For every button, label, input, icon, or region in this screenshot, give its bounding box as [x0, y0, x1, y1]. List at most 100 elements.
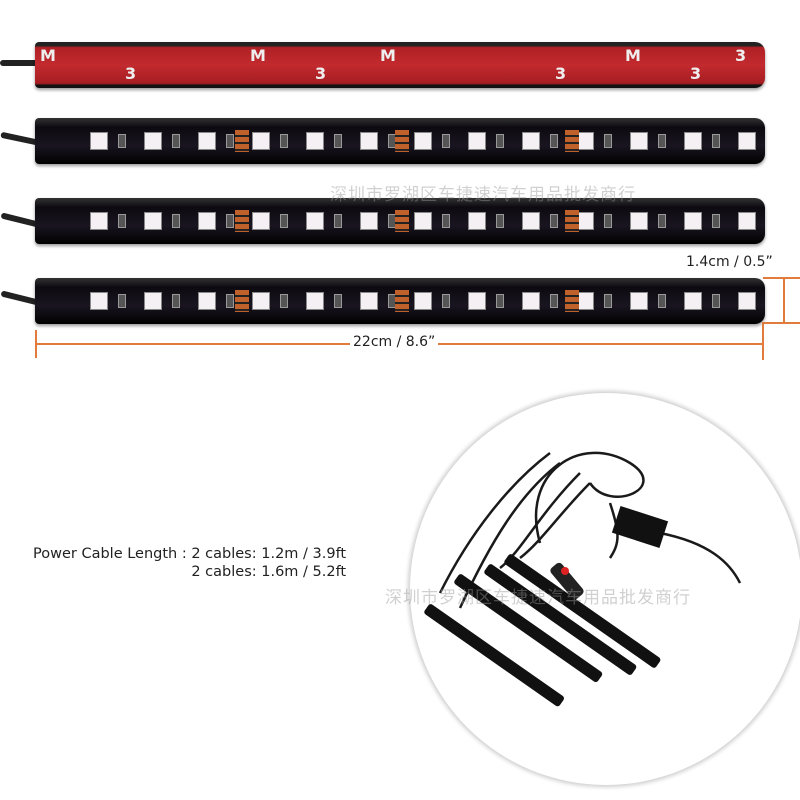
power-cable	[0, 60, 40, 66]
rgb-led	[144, 212, 162, 230]
rgb-led	[252, 132, 270, 150]
rgb-led	[522, 212, 540, 230]
resistor	[118, 214, 126, 228]
rgb-led	[684, 212, 702, 230]
rgb-led	[468, 212, 486, 230]
resistor	[226, 214, 234, 228]
resistor	[442, 294, 450, 308]
rgb-led	[144, 292, 162, 310]
rgb-led	[684, 292, 702, 310]
resistor	[496, 134, 504, 148]
rgb-led	[360, 132, 378, 150]
resistor	[226, 134, 234, 148]
resistor	[118, 134, 126, 148]
backing-print-mark: M	[40, 46, 56, 65]
height-dimension-line	[783, 278, 785, 322]
rgb-led	[738, 212, 756, 230]
rgb-led	[360, 212, 378, 230]
resistor	[496, 214, 504, 228]
rgb-led	[144, 132, 162, 150]
rgb-led	[306, 212, 324, 230]
rgb-led	[198, 132, 216, 150]
power-cable-line-2: 2 cables: 1.6m / 5.2ft	[191, 564, 347, 580]
ic-chip	[395, 290, 409, 312]
resistor	[280, 134, 288, 148]
resistor	[604, 294, 612, 308]
rgb-led	[360, 292, 378, 310]
length-dimension-label: 22cm / 8.6”	[350, 334, 439, 350]
resistor	[442, 134, 450, 148]
cable-bundle	[534, 451, 645, 544]
resistor	[550, 134, 558, 148]
ic-chip	[565, 290, 579, 312]
backing-print-mark: 3	[735, 46, 747, 65]
resistor	[658, 134, 666, 148]
resistor	[658, 294, 666, 308]
rgb-led	[198, 212, 216, 230]
rgb-led	[684, 132, 702, 150]
resistor	[712, 294, 720, 308]
resistor	[226, 294, 234, 308]
rgb-led	[306, 132, 324, 150]
ic-chip	[235, 130, 249, 152]
rgb-led	[630, 292, 648, 310]
length-tick-left	[35, 330, 37, 358]
power-cable-length-text: Power Cable Length : 2 cables: 1.2m / 3.…	[33, 545, 346, 581]
ic-chip	[235, 210, 249, 232]
ic-chip	[565, 130, 579, 152]
resistor	[172, 214, 180, 228]
rgb-led	[630, 132, 648, 150]
resistor	[172, 134, 180, 148]
resistor	[712, 134, 720, 148]
resistor	[118, 294, 126, 308]
ic-chip	[395, 210, 409, 232]
rgb-led	[90, 212, 108, 230]
resistor	[496, 294, 504, 308]
backing-print-mark: 3	[315, 64, 327, 83]
backing-print-mark: M	[380, 46, 396, 65]
height-tick-top	[763, 277, 800, 279]
power-cable-line-1: Power Cable Length : 2 cables: 1.2m / 3.…	[33, 546, 347, 562]
rgb-led	[306, 292, 324, 310]
led-strip	[35, 198, 765, 244]
rgb-led	[90, 292, 108, 310]
rgb-led	[630, 212, 648, 230]
watermark: 深圳市罗湖区车捷速汽车用品批发商行	[385, 588, 691, 608]
backing-print-mark: M	[250, 46, 266, 65]
height-dimension-label: 1.4cm / 0.5”	[683, 254, 776, 270]
resistor	[334, 134, 342, 148]
led-strip	[35, 278, 765, 324]
resistor	[334, 294, 342, 308]
resistor	[550, 294, 558, 308]
backing-print-mark: 3	[125, 64, 137, 83]
resistor	[280, 214, 288, 228]
ic-chip	[235, 290, 249, 312]
product-photo-circle	[410, 393, 800, 785]
rgb-led	[468, 292, 486, 310]
rgb-led	[198, 292, 216, 310]
rgb-led	[522, 132, 540, 150]
rgb-led	[738, 132, 756, 150]
led-strip	[35, 118, 765, 164]
length-tick-right	[762, 322, 764, 360]
rgb-led	[252, 292, 270, 310]
resistor	[604, 214, 612, 228]
rgb-led	[522, 292, 540, 310]
rgb-led	[414, 132, 432, 150]
backing-print-mark: M	[625, 46, 641, 65]
rgb-led	[414, 212, 432, 230]
rgb-led	[468, 132, 486, 150]
rgb-led	[738, 292, 756, 310]
watermark: 深圳市罗湖区车捷速汽车用品批发商行	[330, 185, 636, 205]
ic-chip	[565, 210, 579, 232]
cigarette-plug	[550, 562, 584, 600]
resistor	[658, 214, 666, 228]
resistor	[172, 294, 180, 308]
ic-chip	[395, 130, 409, 152]
backing-print-mark: 3	[690, 64, 702, 83]
rgb-led	[252, 212, 270, 230]
controller-box	[611, 505, 669, 549]
resistor	[442, 214, 450, 228]
rgb-led	[414, 292, 432, 310]
resistor	[712, 214, 720, 228]
